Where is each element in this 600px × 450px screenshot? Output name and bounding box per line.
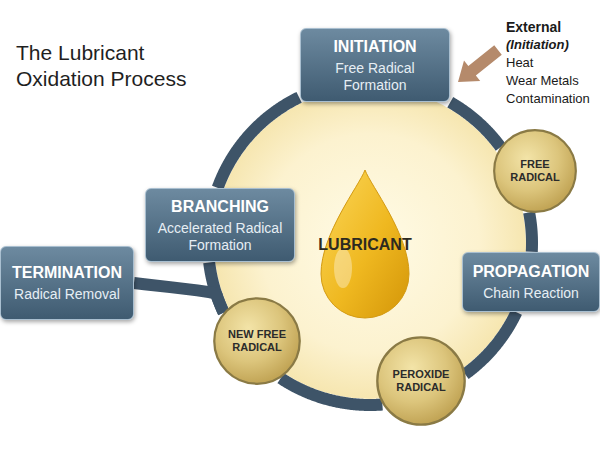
radical-circle: PEROXIDE RADICAL xyxy=(375,335,467,427)
radical-label: FREE RADICAL xyxy=(492,128,578,214)
stage-heading: INITIATION xyxy=(333,37,416,57)
stage-description: Radical Removal xyxy=(14,286,120,303)
cycle-connector xyxy=(281,378,383,405)
cycle-connector xyxy=(529,212,532,251)
cycle-connector xyxy=(450,102,500,147)
drop-highlight xyxy=(334,248,352,288)
stage-heading: BRANCHING xyxy=(171,197,269,217)
external-arrow xyxy=(458,45,502,82)
radical-label: NEW FREE RADICAL xyxy=(212,296,302,386)
radical-circle: FREE RADICAL xyxy=(492,128,578,214)
stage-heading: PROPAGATION xyxy=(473,262,590,282)
cycle-connector xyxy=(465,312,516,374)
stage-description: Accelerated Radical Formation xyxy=(149,220,291,254)
radical-circle: NEW FREE RADICAL xyxy=(212,296,302,386)
stage-box: INITIATION Free Radical Formation xyxy=(300,28,450,102)
cycle-connector xyxy=(134,283,224,313)
lubricant-drop: LUBRICANT xyxy=(305,168,425,323)
diagram-title: The Lubricant Oxidation Process xyxy=(16,40,216,92)
radical-label: PEROXIDE RADICAL xyxy=(375,335,467,427)
factor-label: Wear Metals xyxy=(506,72,579,90)
stage-heading: TERMINATION xyxy=(12,263,122,283)
factor-label: (Initiation) xyxy=(506,36,569,54)
cycle-connector xyxy=(218,97,299,188)
stage-box: PROPAGATION Chain Reaction xyxy=(462,252,600,312)
factor-label: Contamination xyxy=(506,90,590,108)
stage-box: BRANCHING Accelerated Radical Formation xyxy=(145,188,295,262)
factor-label: Heat xyxy=(506,54,533,72)
stage-box: TERMINATION Radical Removal xyxy=(0,246,134,320)
drop-label: LUBRICANT xyxy=(305,236,425,254)
factor-label: External xyxy=(506,18,561,36)
stage-description: Chain Reaction xyxy=(483,285,579,302)
stage-description: Free Radical Formation xyxy=(304,60,446,94)
